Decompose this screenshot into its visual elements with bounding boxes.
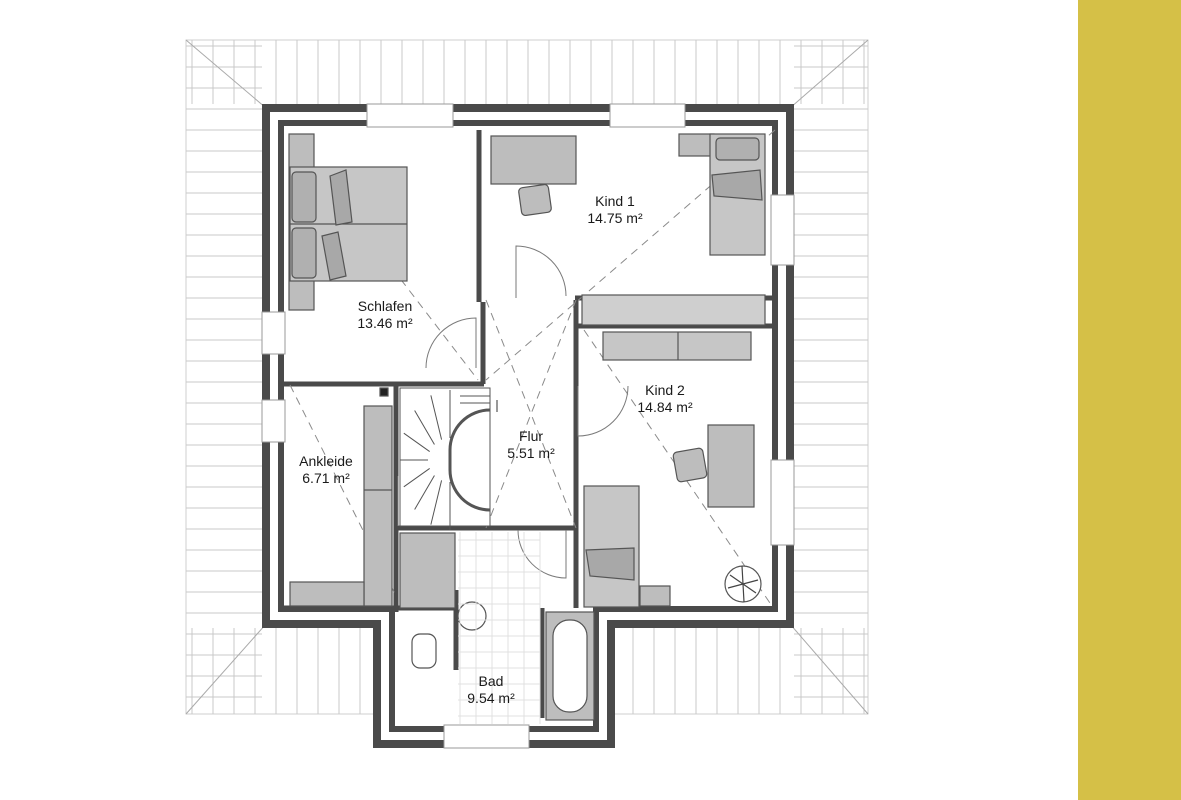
bath-tiles — [458, 532, 541, 724]
window-icon — [770, 459, 795, 546]
room-label-kind2: Kind 2 14.84 m² — [620, 382, 710, 416]
window-icon — [261, 399, 286, 443]
room-label-ankleide: Ankleide 6.71 m² — [283, 453, 369, 487]
room-area: 14.84 m² — [637, 399, 693, 415]
room-area: 5.51 m² — [507, 445, 555, 461]
accent-side-bar — [1078, 0, 1181, 800]
room-label-schlafen: Schlafen 13.46 m² — [340, 298, 430, 332]
room-label-kind1: Kind 1 14.75 m² — [570, 193, 660, 227]
window-icon — [443, 724, 530, 749]
room-name: Flur — [518, 428, 544, 444]
room-name: Kind 2 — [645, 382, 685, 398]
window-icon — [770, 194, 795, 266]
room-area: 9.54 m² — [467, 690, 515, 706]
room-area: 6.71 m² — [302, 470, 350, 486]
room-area: 13.46 m² — [357, 315, 413, 331]
sink-icon — [457, 601, 487, 631]
door-swing-icon — [577, 385, 629, 437]
staircase-icon — [399, 387, 498, 530]
door-swing-icon — [515, 245, 567, 298]
room-name: Kind 1 — [595, 193, 635, 209]
desk-icon — [707, 424, 755, 508]
window-icon — [366, 103, 454, 128]
furniture — [288, 133, 766, 721]
chair-icon — [672, 447, 708, 483]
room-label-flur: Flur 5.51 m² — [486, 428, 576, 462]
room-name: Ankleide — [299, 453, 353, 469]
door-swing-icon — [425, 317, 477, 369]
chair-icon — [518, 183, 552, 217]
window-icon — [261, 311, 286, 355]
room-label-bad: Bad 9.54 m² — [446, 673, 536, 707]
desk-icon — [490, 135, 577, 185]
interior-walls — [284, 130, 775, 718]
windows — [261, 103, 795, 749]
window-icon — [609, 103, 686, 128]
room-name: Bad — [478, 673, 504, 689]
room-area: 14.75 m² — [587, 210, 643, 226]
toilet-icon — [411, 633, 437, 669]
room-name: Schlafen — [357, 298, 413, 314]
single-bed-icon — [583, 485, 640, 608]
